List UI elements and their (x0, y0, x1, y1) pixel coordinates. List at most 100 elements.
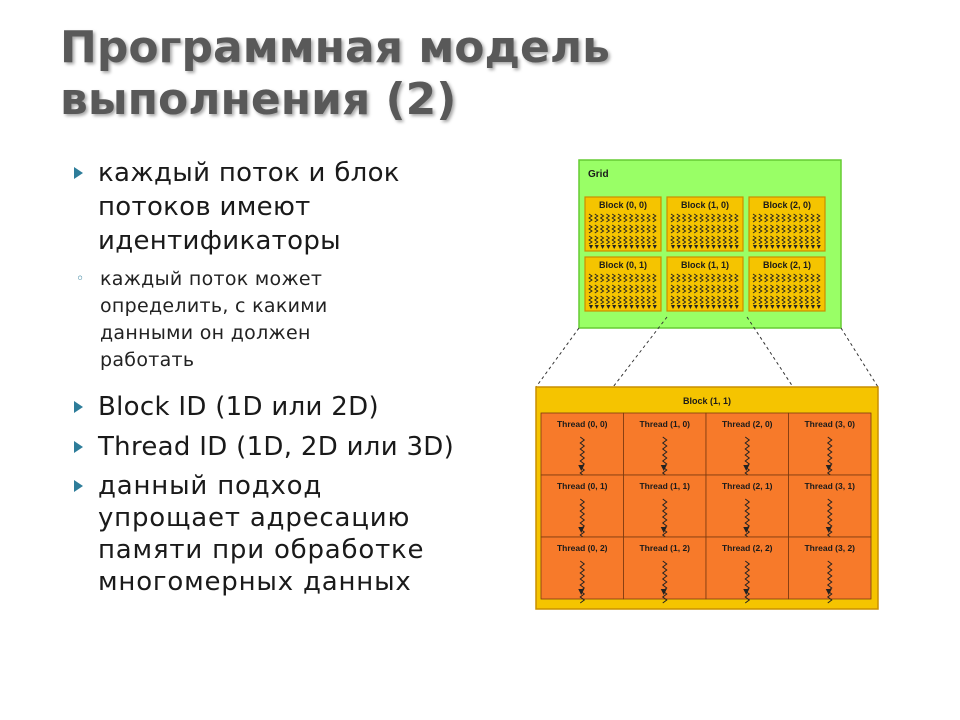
thread-arrow-icon (688, 245, 693, 249)
thread-arrow-icon (612, 245, 617, 249)
thread-squiggle-icon (744, 498, 751, 542)
thread-arrow-icon (682, 305, 687, 309)
thread-arrow-icon (805, 305, 810, 309)
thread-arrow-icon (787, 245, 792, 249)
thread-arrow-icon (694, 305, 699, 309)
thread-arrow-icon (776, 245, 781, 249)
thread-arrow-icon (711, 305, 716, 309)
thread-arrow-icon (743, 527, 750, 533)
thread-arrow-icon (647, 305, 651, 309)
thread-squiggle-icon (670, 273, 739, 283)
thread-arrow-icon (758, 305, 763, 309)
thread-squiggle-icon (670, 213, 739, 223)
grid-block: Block (2, 1) (748, 256, 826, 312)
thread-cell: Thread (1, 1) (623, 474, 707, 542)
thread-squiggle-icon (661, 498, 668, 542)
thread-arrow-icon (825, 465, 832, 471)
thread-arrow-icon (700, 245, 704, 249)
thread-squiggle-icon (826, 436, 833, 480)
thread-arrow-icon (635, 245, 640, 249)
thread-cell: Thread (1, 2) (623, 536, 707, 604)
thread-arrow-icon (816, 245, 821, 249)
thread-arrow-icon (723, 305, 728, 309)
thread-arrow-icon (647, 245, 651, 249)
zoom-connector-line (840, 327, 879, 388)
thread-arrow-icon (671, 305, 675, 309)
thread-arrow-icon (641, 245, 646, 249)
thread-squiggle-icon (579, 498, 586, 542)
thread-label: Thread (2, 2) (722, 543, 773, 553)
thread-label: Thread (0, 2) (557, 543, 608, 553)
thread-squiggle-icon (752, 273, 821, 283)
thread-arrow-icon (782, 305, 786, 309)
thread-arrow-icon (676, 245, 681, 249)
thread-cell: Thread (2, 1) (705, 474, 789, 542)
thread-arrow-icon (600, 305, 605, 309)
thread-squiggle-icon (752, 295, 821, 305)
thread-squiggle-icon (588, 284, 657, 294)
thread-cell: Thread (0, 2) (540, 536, 624, 604)
bullet-item: Block ID (1D или 2D) (72, 390, 522, 424)
bullet-item: данный подход упрощает адресацию памяти … (72, 470, 522, 598)
grid-block-label: Block (0, 1) (599, 260, 647, 270)
grid-block: Block (1, 1) (666, 256, 744, 312)
thread-cell: Thread (2, 2) (705, 536, 789, 604)
thread-label: Thread (0, 0) (557, 419, 608, 429)
thread-arrow-icon (594, 245, 599, 249)
thread-squiggle-icon (670, 224, 739, 234)
bullet-item: каждый поток и блок потоков имеют иденти… (72, 156, 522, 258)
thread-arrow-icon (743, 589, 750, 595)
thread-arrow-icon (825, 589, 832, 595)
thread-squiggle-icon (579, 436, 586, 480)
sub-bullet-text: каждый поток может определить, с какими … (100, 268, 328, 371)
zoom-connector-line (746, 316, 794, 388)
thread-arrow-icon (629, 305, 634, 309)
thread-label: Thread (1, 1) (639, 481, 690, 491)
thread-arrow-icon (618, 245, 622, 249)
thread-squiggle-icon (588, 235, 657, 245)
grid-block: Block (2, 0) (748, 196, 826, 252)
thread-label: Thread (1, 0) (639, 419, 690, 429)
thread-label: Thread (2, 0) (722, 419, 773, 429)
thread-arrow-icon (723, 245, 728, 249)
thread-label: Thread (0, 1) (557, 481, 608, 491)
bullet-arrow-icon (74, 401, 83, 413)
thread-squiggle-icon (661, 560, 668, 604)
thread-arrow-icon (793, 245, 798, 249)
grid-block: Block (0, 1) (584, 256, 662, 312)
thread-arrow-icon (734, 305, 739, 309)
thread-cell: Thread (3, 0) (788, 412, 872, 480)
slide-title: Программная модель выполнения (2) (60, 22, 610, 125)
thread-arrow-icon (629, 245, 634, 249)
thread-arrow-icon (612, 305, 617, 309)
thread-arrow-icon (623, 305, 628, 309)
thread-arrow-icon (729, 305, 733, 309)
grid-block-label: Block (0, 0) (599, 200, 647, 210)
thread-arrow-icon (694, 245, 699, 249)
thread-arrow-icon (660, 527, 667, 533)
grid-label: Grid (588, 169, 609, 180)
thread-squiggle-icon (744, 560, 751, 604)
thread-squiggle-icon (670, 295, 739, 305)
thread-arrow-icon (660, 589, 667, 595)
thread-arrow-icon (753, 245, 757, 249)
bullet-list: каждый поток и блок потоков имеют иденти… (72, 156, 522, 598)
thread-arrow-icon (734, 245, 739, 249)
bullet-text: данный подход упрощает адресацию памяти … (98, 471, 425, 597)
thread-squiggle-icon (752, 213, 821, 223)
bullet-text: Thread ID (1D, 2D или 3D) (98, 432, 455, 462)
thread-arrow-icon (671, 245, 675, 249)
thread-arrow-icon (770, 245, 775, 249)
thread-arrow-icon (705, 305, 710, 309)
thread-arrow-icon (578, 465, 585, 471)
thread-arrow-icon (578, 527, 585, 533)
bullet-arrow-icon (74, 441, 83, 453)
grid-block-label: Block (2, 0) (763, 200, 811, 210)
thread-squiggle-icon (670, 235, 739, 245)
thread-arrow-icon (782, 245, 786, 249)
thread-arrow-icon (711, 245, 716, 249)
thread-arrow-icon (578, 589, 585, 595)
thread-arrow-icon (811, 245, 815, 249)
thread-arrow-icon (764, 245, 769, 249)
thread-squiggle-icon (744, 436, 751, 480)
